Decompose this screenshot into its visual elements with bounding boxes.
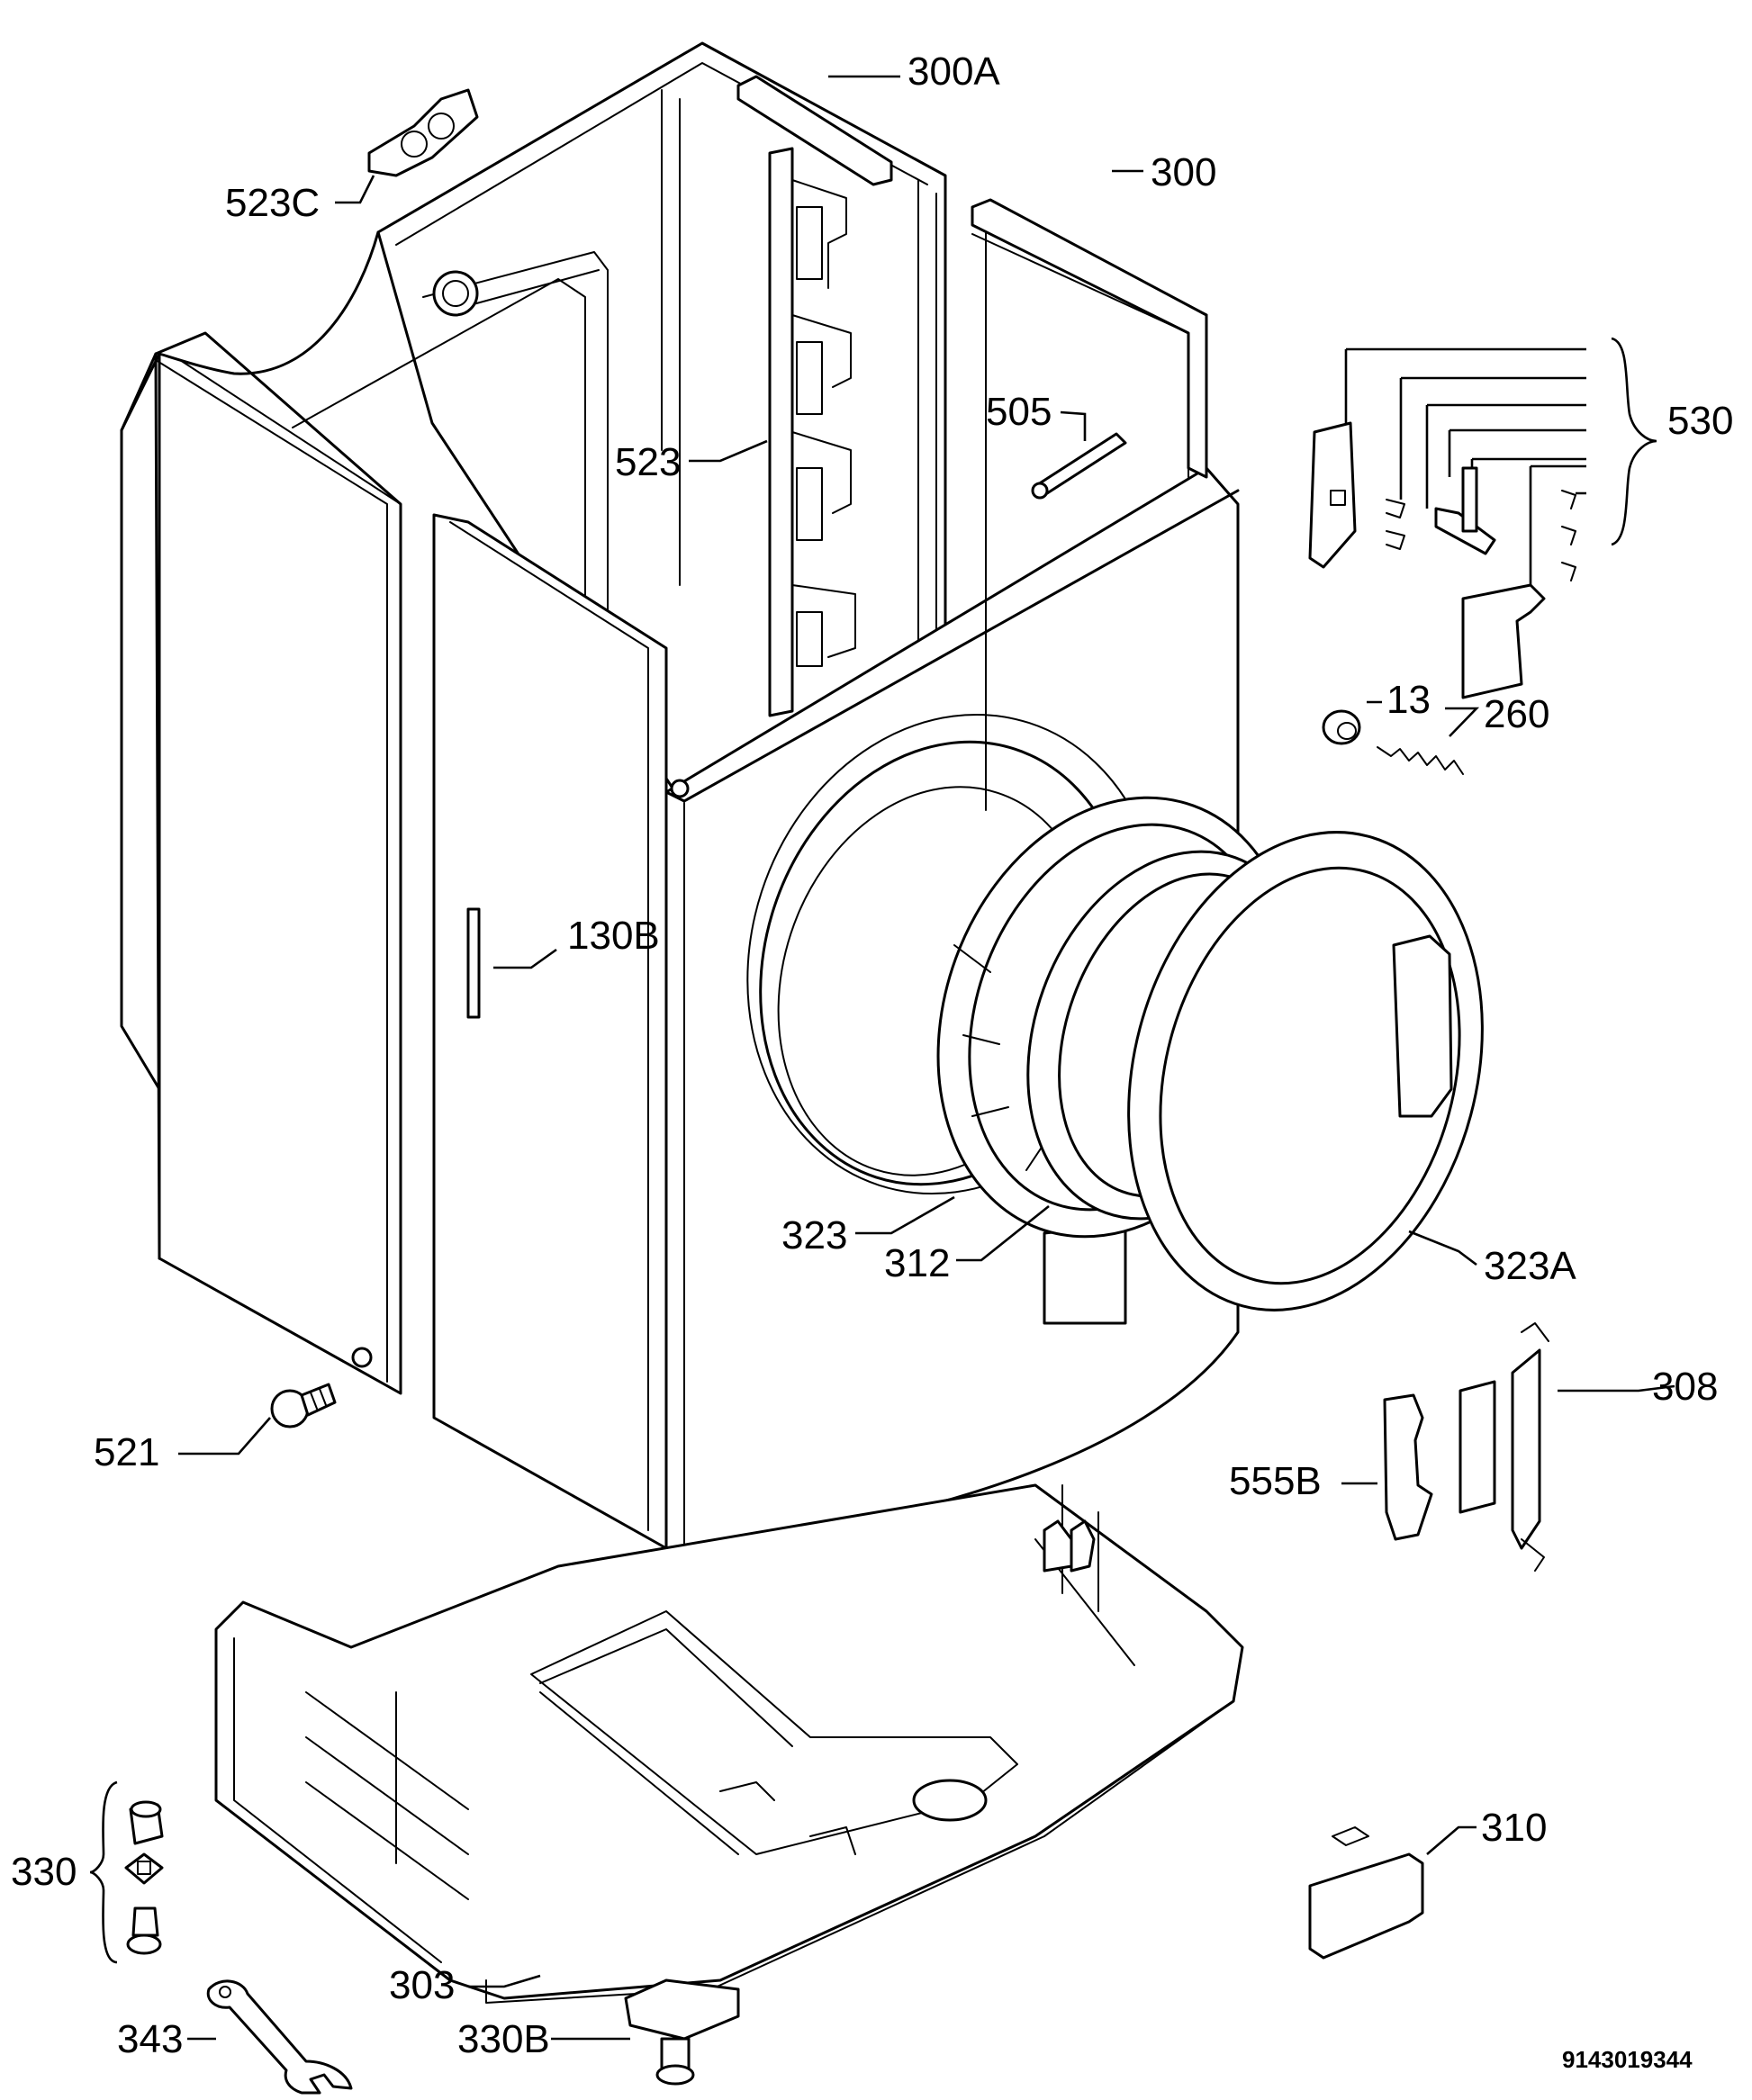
- label-530: 530: [1667, 399, 1733, 443]
- label-505: 505: [986, 390, 1052, 434]
- label-130b: 130B: [567, 914, 660, 958]
- leader-lines: [178, 75, 1675, 2041]
- label-308: 308: [1652, 1365, 1718, 1409]
- label-300: 300: [1151, 150, 1216, 194]
- label-521: 521: [94, 1430, 159, 1474]
- drawing-code: 9143019344: [1562, 2046, 1693, 2073]
- label-260: 260: [1484, 692, 1549, 736]
- part-labels: 300A 523C 300 505 530 523 13 260 130B 32…: [11, 50, 1733, 2073]
- cover-310: [1308, 1826, 1424, 1960]
- label-303: 303: [389, 1963, 455, 2007]
- label-555b: 555B: [1229, 1459, 1322, 1503]
- sleeve-13: [1322, 709, 1361, 745]
- rear-panel: [432, 513, 668, 1550]
- label-13: 13: [1386, 678, 1431, 722]
- pin-505: [1031, 432, 1127, 500]
- label-323: 323: [781, 1213, 847, 1257]
- label-523: 523: [615, 440, 681, 484]
- label-300a: 300A: [908, 50, 1000, 94]
- top-rails: [736, 75, 1208, 479]
- cabinet-rear-frame: [158, 41, 947, 865]
- label-312: 312: [884, 1241, 950, 1285]
- clip-523c: [367, 88, 479, 177]
- door-ring-323a: [1127, 831, 1484, 1311]
- label-343: 343: [117, 2017, 183, 2061]
- foot-330b: [624, 1978, 740, 2086]
- hinge-308: [1458, 1322, 1549, 1572]
- label-330: 330: [11, 1850, 77, 1894]
- label-323a: 323A: [1484, 1244, 1576, 1288]
- feet-set-330: [89, 1780, 164, 1964]
- label-310: 310: [1481, 1806, 1547, 1850]
- rear-rail-523: [768, 147, 856, 717]
- hinge-parts-530: [1308, 337, 1657, 699]
- wrench-343: [206, 1979, 353, 2095]
- left-side-panel: [120, 331, 402, 1395]
- label-330b: 330B: [457, 2017, 550, 2061]
- base-frame-303: [214, 1483, 1244, 2004]
- label-523c: 523C: [225, 181, 320, 225]
- clip-555b: [1383, 1393, 1433, 1541]
- screw-521: [270, 1383, 337, 1429]
- spring-260: [1377, 746, 1464, 775]
